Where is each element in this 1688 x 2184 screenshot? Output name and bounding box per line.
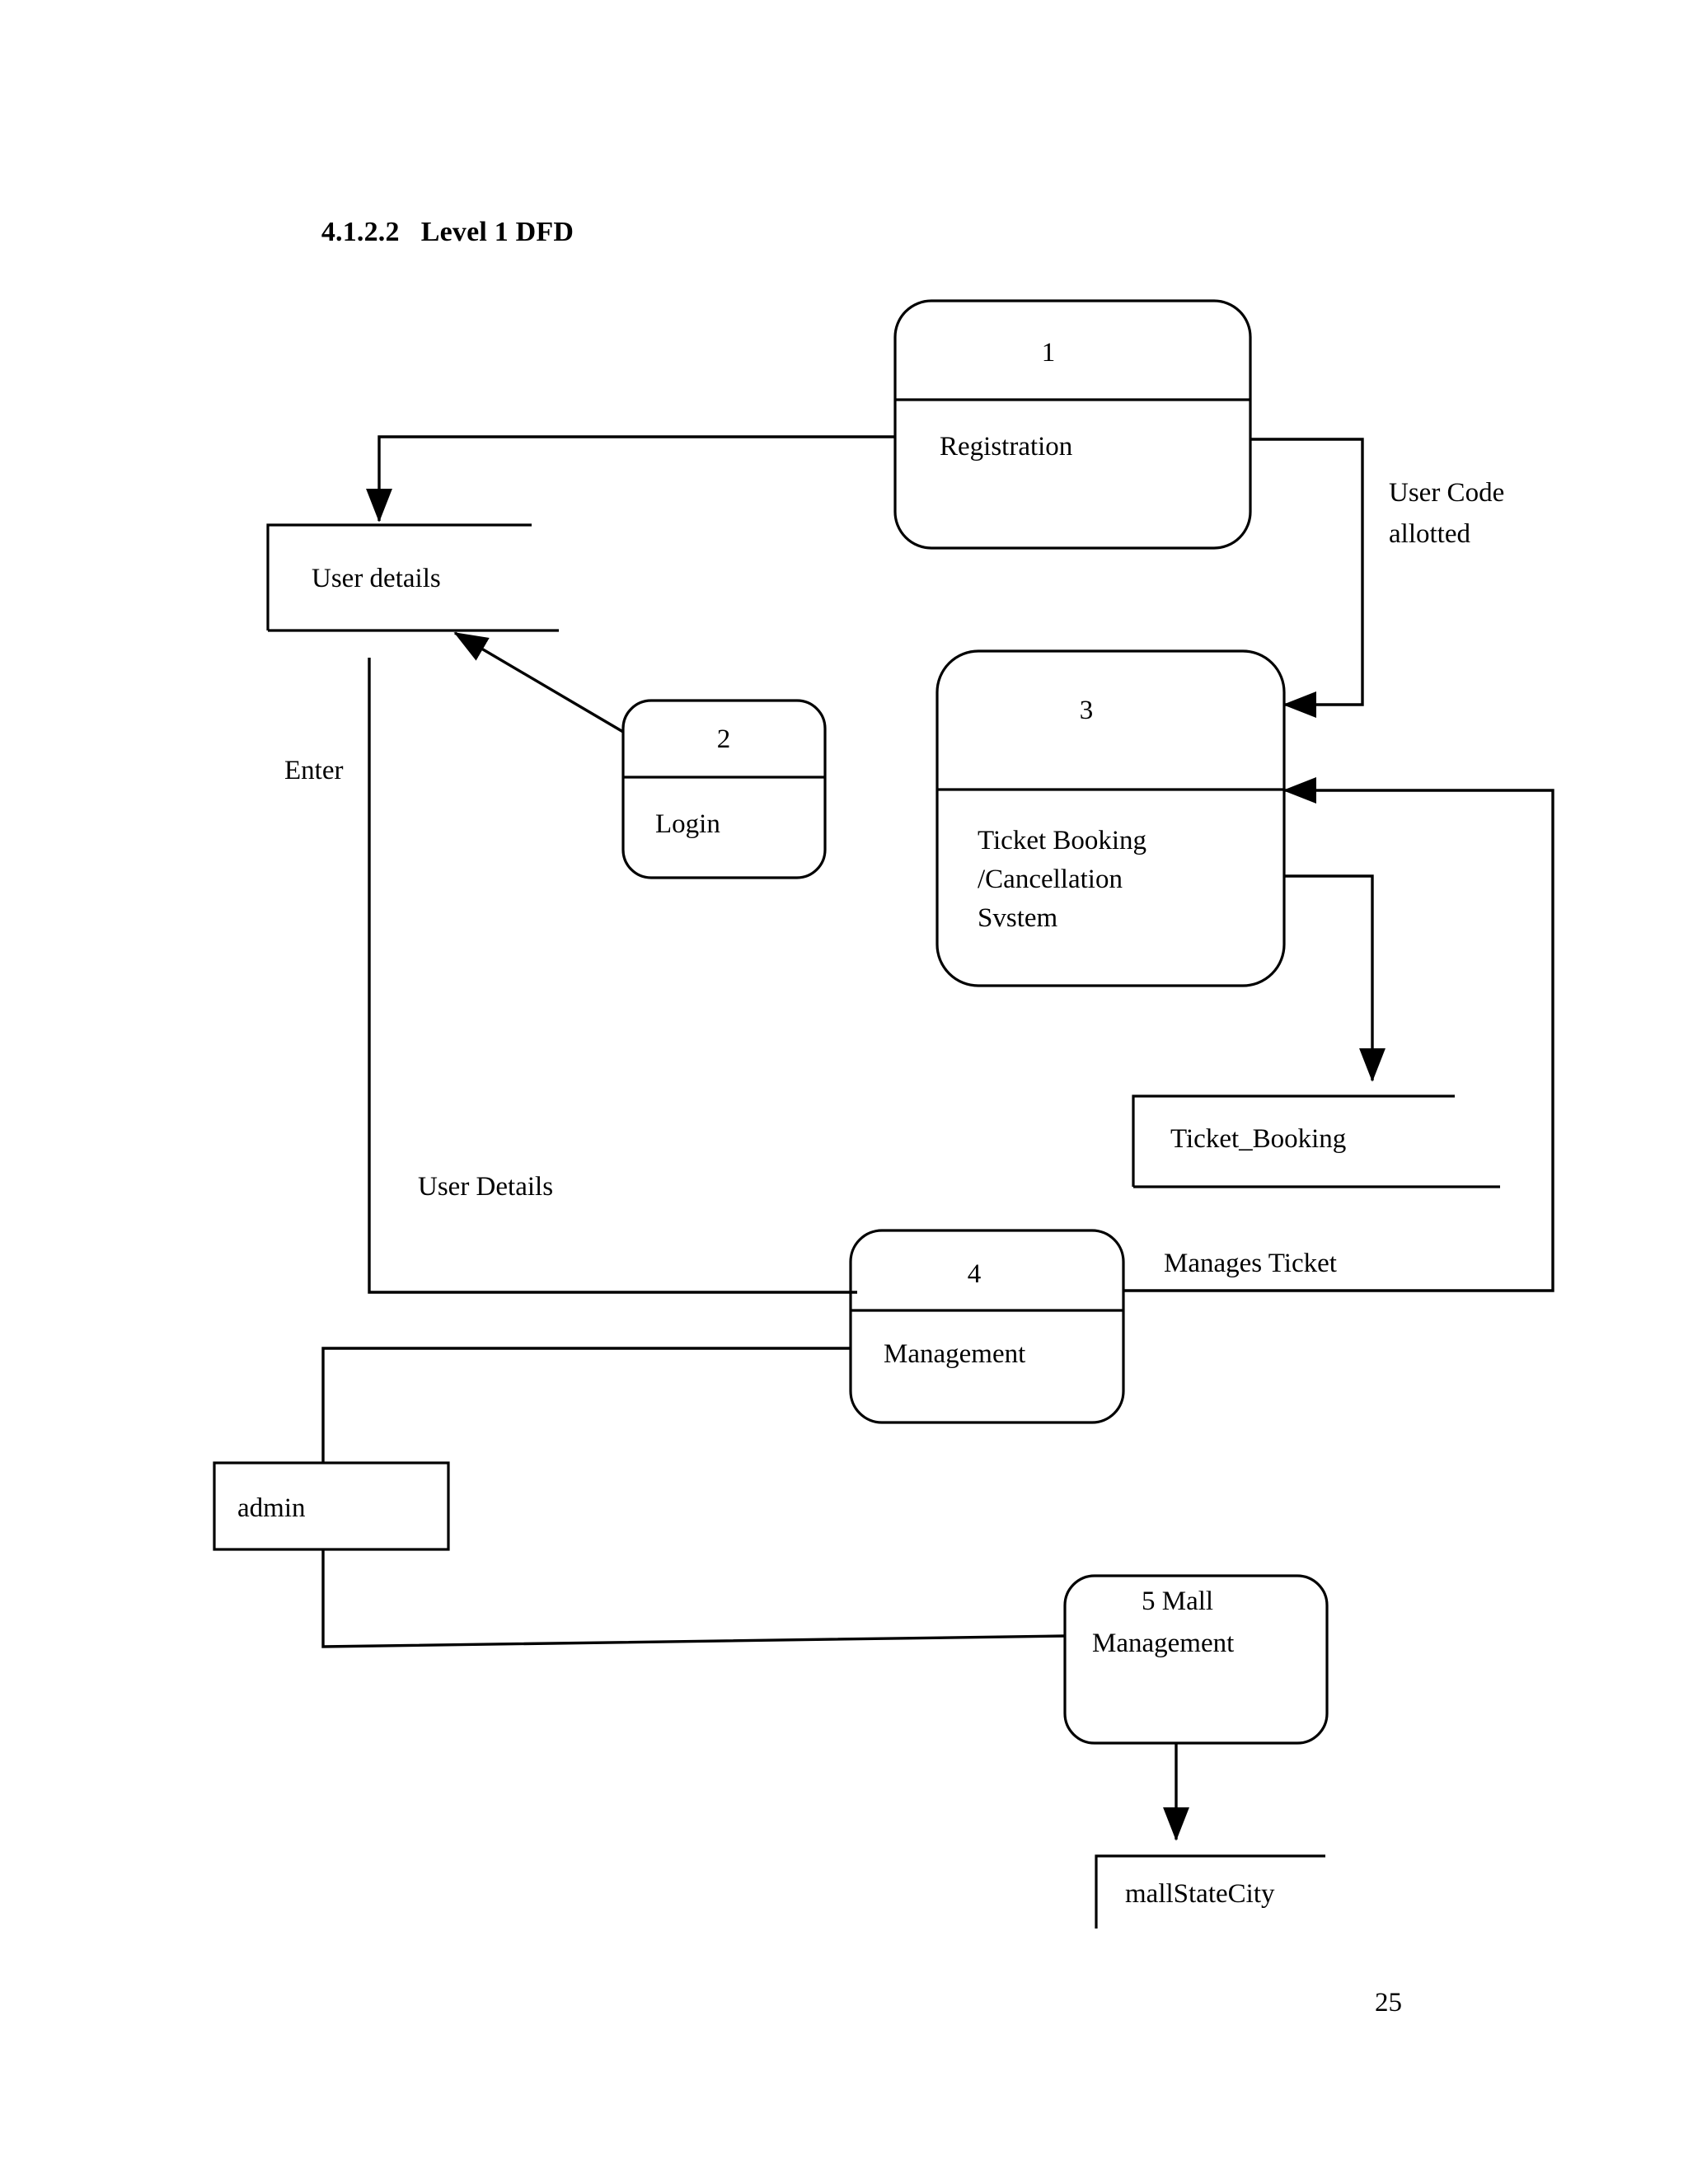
flow-management-to-admin <box>321 1347 851 1463</box>
heading-section-number: 4.1.2.2 <box>321 217 400 247</box>
data-store-ticket-booking-label: Ticket_Booking <box>1170 1124 1346 1154</box>
flow-label-enter-text: Enter <box>284 756 343 785</box>
page-heading: 4.1.2.2 Level 1 DFD <box>293 185 574 279</box>
external-entity-admin[interactable]: admin <box>213 1461 450 1551</box>
process-1-registration[interactable]: 1 Registration <box>893 299 1252 550</box>
process-3-ticket-booking-cancellation-system[interactable]: 3 Ticket Booking /Cancellation Svstem <box>935 649 1286 987</box>
flow-label-user-details: User Details <box>418 1172 553 1202</box>
flow-label-manages-ticket-text: Manages Ticket <box>1164 1249 1337 1278</box>
process-2-login[interactable]: 2 Login <box>621 699 827 879</box>
flow-registration-to-user-details <box>366 435 895 523</box>
process-3-label-line-3: Svstem <box>978 903 1058 933</box>
data-store-mall-state-city-label: mallStateCity <box>1125 1879 1275 1909</box>
flow-label-user-code-allotted: User Code allotted <box>1389 478 1504 549</box>
data-store-mall-state-city[interactable]: mallStateCity <box>1095 1854 1325 1929</box>
flow-manages-ticket <box>1123 777 1554 1292</box>
heading-section-title: Level 1 DFD <box>420 217 574 247</box>
data-store-ticket-booking[interactable]: Ticket_Booking <box>1132 1094 1500 1188</box>
process-3-number: 3 <box>1080 696 1094 725</box>
page-number: 25 <box>1375 1988 1402 2018</box>
data-store-user-details[interactable]: User details <box>266 523 559 632</box>
process-3-label-line-2: /Cancellation <box>978 865 1123 894</box>
flow-user-code-allotted <box>1250 438 1364 718</box>
flow-label-user-details-text: User Details <box>418 1172 553 1202</box>
process-1-number: 1 <box>1042 338 1056 368</box>
flow-ticket-booking-store <box>1284 874 1386 1082</box>
flow-label-enter: Enter <box>284 756 343 785</box>
process-2-label: Login <box>655 809 720 839</box>
flow-label-user-code-allotted-line-2: allotted <box>1389 519 1470 549</box>
process-5-label-line-2: Management <box>1092 1629 1234 1658</box>
flow-login-to-user-details <box>453 631 624 733</box>
process-4-number: 4 <box>968 1259 982 1289</box>
process-1-label: Registration <box>940 432 1072 462</box>
process-4-management[interactable]: 4 Management <box>849 1229 1125 1424</box>
flow-label-user-code-allotted-line-1: User Code <box>1389 478 1504 508</box>
external-entity-admin-label: admin <box>237 1493 305 1523</box>
flow-enter-user-details <box>368 658 857 1294</box>
flow-admin-to-mall-management <box>321 1549 1066 1648</box>
flow-label-manages-ticket: Manages Ticket <box>1164 1249 1337 1278</box>
data-store-user-details-label: User details <box>312 564 441 593</box>
process-3-label-line-1: Ticket Booking <box>978 826 1146 855</box>
process-5-label-line-1: 5 Mall <box>1142 1586 1213 1616</box>
process-4-label: Management <box>884 1339 1025 1369</box>
process-2-number: 2 <box>717 724 731 754</box>
process-5-mall-management[interactable]: 5 Mall Management <box>1063 1574 1329 1745</box>
